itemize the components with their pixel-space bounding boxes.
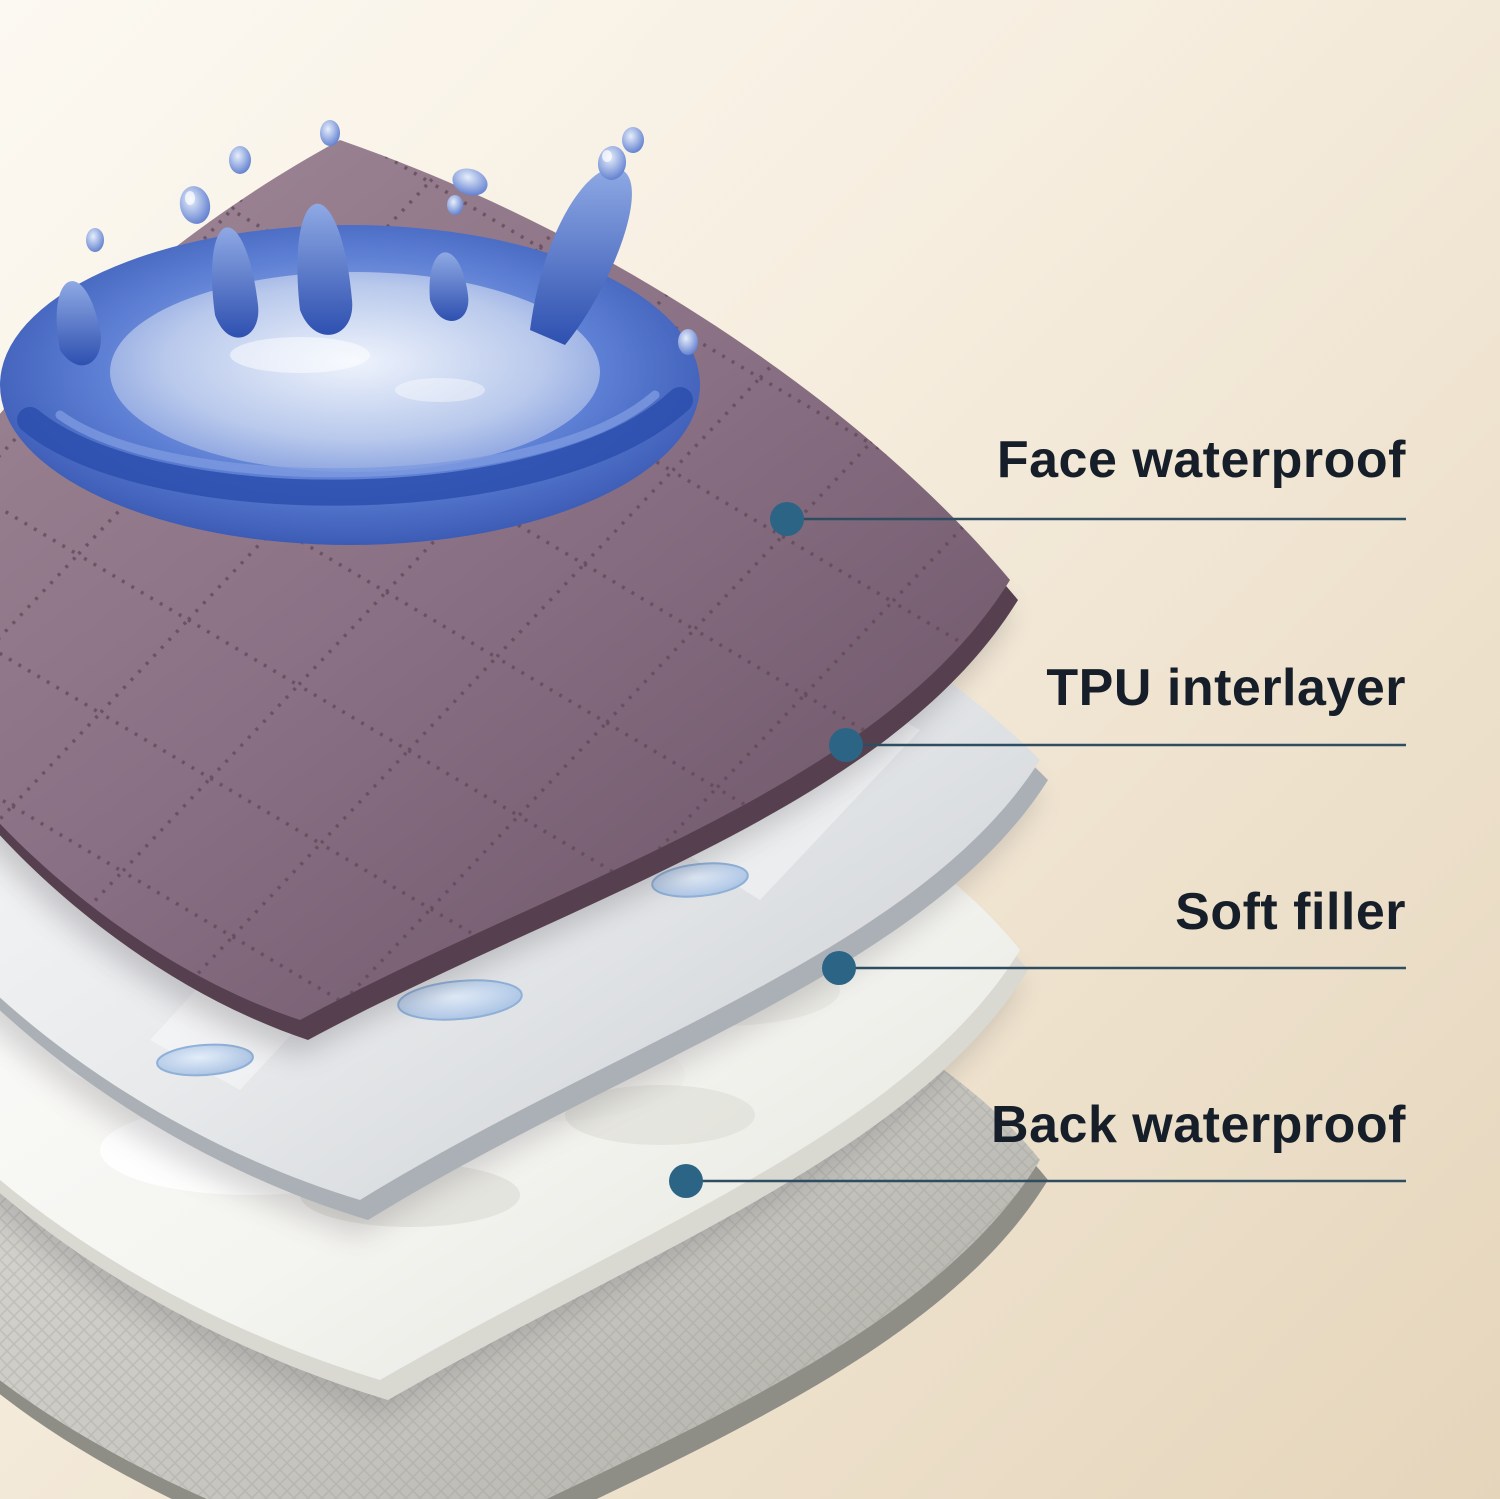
callout-dot-filler [822,951,856,985]
splash-highlights [185,150,612,402]
label-tpu-interlayer: TPU interlayer [1046,659,1406,717]
water-splash [0,120,700,545]
label-soft-filler: Soft filler [1175,883,1406,941]
callout-dot-tpu [829,728,863,762]
callout-tpu-interlayer [829,728,1406,762]
splash-spikes [56,167,632,366]
label-back-waterproof: Back waterproof [991,1096,1406,1154]
callout-soft-filler [822,951,1406,985]
callout-face-waterproof [770,502,1406,536]
label-face-waterproof: Face waterproof [996,431,1406,489]
callout-dot-back [669,1164,703,1198]
callout-back-waterproof [669,1164,1406,1198]
layer-face-waterproof [0,120,1018,1040]
callout-dot-face [770,502,804,536]
splash-droplet-tips [86,120,644,252]
